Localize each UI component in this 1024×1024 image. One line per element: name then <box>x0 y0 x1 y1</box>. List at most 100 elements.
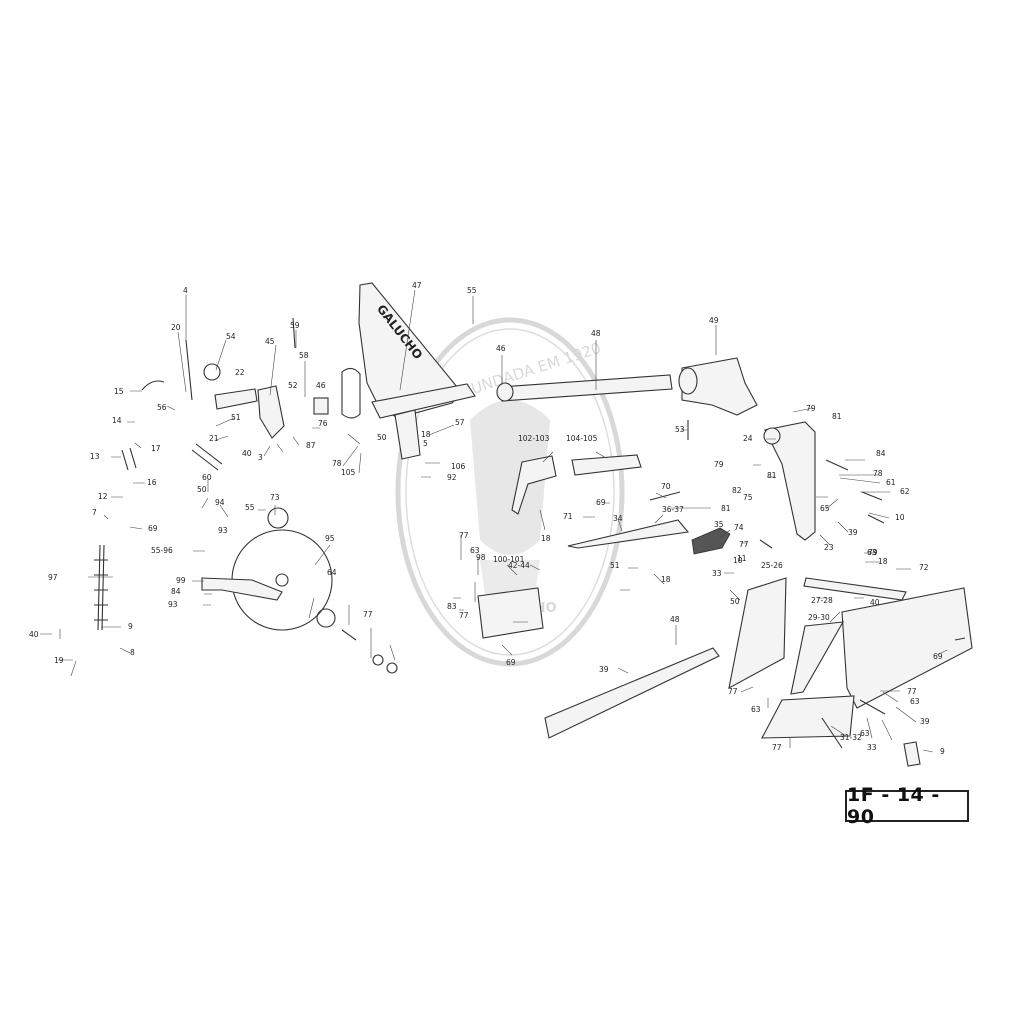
part-label: 57 <box>455 418 465 427</box>
part-label: 34 <box>613 514 623 523</box>
part-label: 81 <box>832 412 842 421</box>
part-label: 20 <box>171 323 181 332</box>
part-label: 10 <box>733 556 743 565</box>
part-label: 33 <box>867 743 877 752</box>
part-label: 92 <box>447 473 457 482</box>
part-label: 71 <box>563 512 573 521</box>
part-label: 63 <box>867 548 877 557</box>
part-label: 12 <box>98 492 108 501</box>
part-label: 87 <box>306 441 316 450</box>
part-label: 11 <box>737 554 747 563</box>
part-label: 63 <box>751 705 761 714</box>
disc-54 <box>203 363 221 381</box>
part-label: 8 <box>130 648 135 657</box>
part-label: 29-30 <box>808 613 830 622</box>
bolt-64 <box>341 629 357 641</box>
part-label: 27-28 <box>811 596 833 605</box>
hitch-arm <box>764 421 816 541</box>
part-label: 25-26 <box>761 561 783 570</box>
drawing-code: 1F - 14 - 90 <box>847 784 940 828</box>
part-label: 10 <box>895 513 905 522</box>
bracket-104 <box>571 454 642 476</box>
part-labels: 4 20 54 59 58 45 47 55 46 48 49 22 52 46… <box>29 281 945 756</box>
part-label: 17 <box>151 444 161 453</box>
part-label: 77 <box>459 611 469 620</box>
landside-39 <box>544 647 720 739</box>
part-label: 51 <box>610 561 620 570</box>
bracket-45 <box>257 385 285 439</box>
part-label: 55 <box>467 286 477 295</box>
hub-95 <box>316 608 336 628</box>
part-label: 99 <box>176 576 186 585</box>
shin-29-30 <box>790 621 845 695</box>
part-label: 22 <box>235 368 245 377</box>
part-label: 42-44 <box>508 561 530 570</box>
part-label: 63 <box>860 729 870 738</box>
part-label: 69 <box>506 658 516 667</box>
part-label: 47 <box>412 281 422 290</box>
part-label: 94 <box>215 498 225 507</box>
part-label: 40 <box>29 630 39 639</box>
part-label: 13 <box>90 452 100 461</box>
part-label: 104-105 <box>566 434 598 443</box>
nut-83 <box>372 654 384 666</box>
part-label: 39 <box>848 528 858 537</box>
share-36-37 <box>567 519 690 549</box>
part-label: 63 <box>910 697 920 706</box>
part-label: 77 <box>459 531 469 540</box>
drawing-code-box: 1F - 14 - 90 <box>845 784 969 828</box>
part-label: 14 <box>112 416 122 425</box>
mouldboard-27-28 <box>841 587 973 709</box>
coulter-arm-97 <box>201 577 283 601</box>
part-label: 46 <box>496 344 506 353</box>
axle-housing <box>681 357 758 416</box>
part-label: 18 <box>421 430 431 439</box>
hitch-clevis <box>341 367 361 419</box>
part-label: 33 <box>712 569 722 578</box>
part-label: 77 <box>739 540 749 549</box>
part-label: 49 <box>709 316 719 325</box>
nut-77 <box>386 662 398 674</box>
part-label: 77 <box>363 610 373 619</box>
part-label: 77 <box>728 687 738 696</box>
part-label: 64 <box>327 568 337 577</box>
part-label: 15 <box>114 387 124 396</box>
part-label: 84 <box>876 449 886 458</box>
part-label: 4 <box>183 286 188 295</box>
part-label: 21 <box>209 434 219 443</box>
part-label: 48 <box>670 615 680 624</box>
part-label: 31-32 <box>840 733 862 742</box>
frame-bracket <box>394 409 421 460</box>
part-label: 83 <box>447 602 457 611</box>
part-label: 45 <box>265 337 275 346</box>
plate-31-32 <box>761 695 855 739</box>
part-label: 93 <box>218 526 228 535</box>
part-label: 82 <box>732 486 742 495</box>
part-label: 69 <box>933 652 943 661</box>
plate-22 <box>214 388 258 410</box>
part-label: 63 <box>470 546 480 555</box>
part-label: 39 <box>599 665 609 674</box>
part-label: 81 <box>767 471 777 480</box>
part-label: 48 <box>591 329 601 338</box>
part-label: 18 <box>878 557 888 566</box>
part-label: 69 <box>596 498 606 507</box>
part-label: 78 <box>873 469 883 478</box>
part-label: 35 <box>714 520 724 529</box>
part-label: 81 <box>721 504 731 513</box>
part-label: 23 <box>824 543 834 552</box>
part-label: 100-101 <box>493 555 525 564</box>
part-label: 60 <box>202 473 212 482</box>
part-label: 93 <box>168 600 178 609</box>
part-label: 3 <box>258 453 263 462</box>
part-label: 65 <box>820 504 830 513</box>
part-label: 79 <box>806 404 816 413</box>
part-label: 58 <box>299 351 309 360</box>
part-label: 72 <box>919 563 929 572</box>
spring-59 <box>292 317 296 349</box>
leader-lines <box>40 289 948 753</box>
part-label: 70 <box>661 482 671 491</box>
part-label: 54 <box>226 332 236 341</box>
chain <box>97 544 105 631</box>
part-label: 73 <box>270 493 280 502</box>
